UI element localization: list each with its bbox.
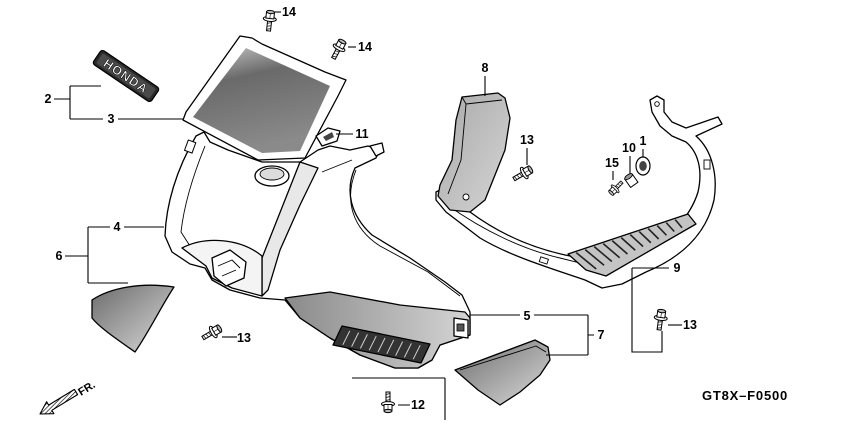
cover-tray-tab-detail: [217, 259, 241, 277]
clip-slot: [323, 132, 334, 141]
leader-2-bracket: [54, 85, 103, 120]
callout-2: 2: [45, 92, 52, 106]
callout-1: 1: [640, 134, 647, 148]
lid-panel-part-3: [182, 35, 347, 161]
bolt-14-upper: [261, 9, 278, 33]
side-panel-part-7: [454, 339, 551, 406]
front-label: FR.: [76, 379, 97, 399]
panel-7-edge: [459, 345, 547, 371]
panel-7-body: [454, 339, 551, 406]
grille-slat: [377, 337, 386, 353]
bolt-13-left: [199, 321, 225, 345]
mat-rib: [611, 239, 628, 255]
grommet-part-1: [635, 156, 651, 176]
callout-5: 5: [524, 309, 531, 323]
emblem-inner: [96, 53, 156, 99]
bracket-hole: [654, 101, 660, 107]
leader-6-bracket: [65, 226, 128, 284]
bolt-14-lower: [327, 36, 350, 62]
grille-slat: [386, 339, 395, 355]
callout-15: 15: [605, 156, 619, 170]
callout-8: 8: [482, 61, 489, 75]
callout-14: 14: [282, 5, 296, 19]
grille-slat: [351, 332, 360, 347]
callout-labels: 14 14 2 3 8 11 13 10 1 15 4 6 9 5 7 13 1…: [45, 5, 697, 412]
clip-part-11: [315, 127, 341, 147]
mat-ribs: [575, 219, 683, 270]
bolt-12: [381, 391, 395, 414]
collar-part-10: [624, 173, 639, 189]
emblem-part-2: HONDA: [92, 49, 160, 103]
mat-rib: [638, 231, 652, 244]
callout-6: 6: [56, 249, 63, 263]
collar-top: [624, 173, 633, 181]
frame-clip: [703, 159, 711, 170]
callout-4: 4: [114, 220, 121, 234]
bolt-15: [606, 178, 626, 198]
callout-14: 14: [358, 40, 372, 54]
mat-rib: [647, 228, 660, 240]
grille-slat: [412, 344, 421, 360]
emblem-text: HONDA: [101, 56, 151, 96]
cover-side-clip: [183, 139, 197, 154]
frame-clip: [538, 256, 549, 265]
leader-9: [631, 267, 669, 353]
mat-rib: [674, 219, 683, 229]
cover-tray-tab: [211, 249, 247, 287]
front-inner-cover-part-4: [164, 131, 471, 369]
callout-13: 13: [683, 318, 697, 332]
grille-slat: [403, 343, 412, 358]
leader-lines: [54, 11, 682, 420]
leader-12: [352, 377, 446, 420]
grille-slats: [342, 330, 421, 360]
cover-left-arm-edge: [180, 145, 206, 247]
rear-panel-part-8: [437, 92, 511, 213]
tab-hole: [456, 323, 465, 332]
floor-frame-part-9: [435, 95, 723, 289]
frame-mat: [567, 213, 697, 277]
callout-13: 13: [520, 133, 534, 147]
cover-end-tab-part-5: [453, 317, 469, 339]
figure-code: GT8X–F0500: [702, 388, 788, 403]
leader-5-7-bracket: [470, 314, 594, 356]
grille-slat: [368, 335, 377, 351]
grille-slat: [359, 334, 368, 349]
callout-13: 13: [237, 331, 251, 345]
lid-face: [193, 48, 330, 153]
grille-slat: [342, 330, 351, 346]
bolt-13-right: [510, 162, 536, 186]
callout-3: 3: [108, 112, 115, 126]
frame-inner-edge: [445, 203, 601, 269]
mat-rib: [656, 225, 668, 236]
callout-7: 7: [598, 328, 605, 342]
panel-8-body: [437, 92, 511, 213]
cover-cap-inner: [259, 167, 285, 181]
callout-12: 12: [411, 398, 425, 412]
mat-rib: [593, 245, 613, 263]
grille-slat: [395, 341, 404, 356]
bolt-13-lower-right: [652, 308, 669, 332]
front-direction-indicator: FR.: [39, 379, 98, 415]
front-arrow-icon: [39, 388, 79, 415]
cover-rim-line: [321, 159, 353, 173]
side-panel-part-6: [91, 284, 175, 353]
cover-hook: [369, 142, 385, 157]
callout-11: 11: [355, 127, 368, 141]
mat-rib: [575, 251, 597, 270]
mat-rib: [584, 248, 605, 266]
panel-8-hole: [462, 193, 470, 201]
mat-rib: [629, 234, 644, 248]
grommet-inner: [639, 161, 647, 171]
panel-8-rim: [447, 96, 503, 195]
mat-rib: [620, 237, 636, 251]
mat-rib: [602, 242, 621, 259]
mat-rib: [665, 222, 675, 233]
callout-9: 9: [674, 261, 681, 275]
callout-10: 10: [622, 141, 636, 155]
cover-wing-ridge: [350, 169, 461, 297]
